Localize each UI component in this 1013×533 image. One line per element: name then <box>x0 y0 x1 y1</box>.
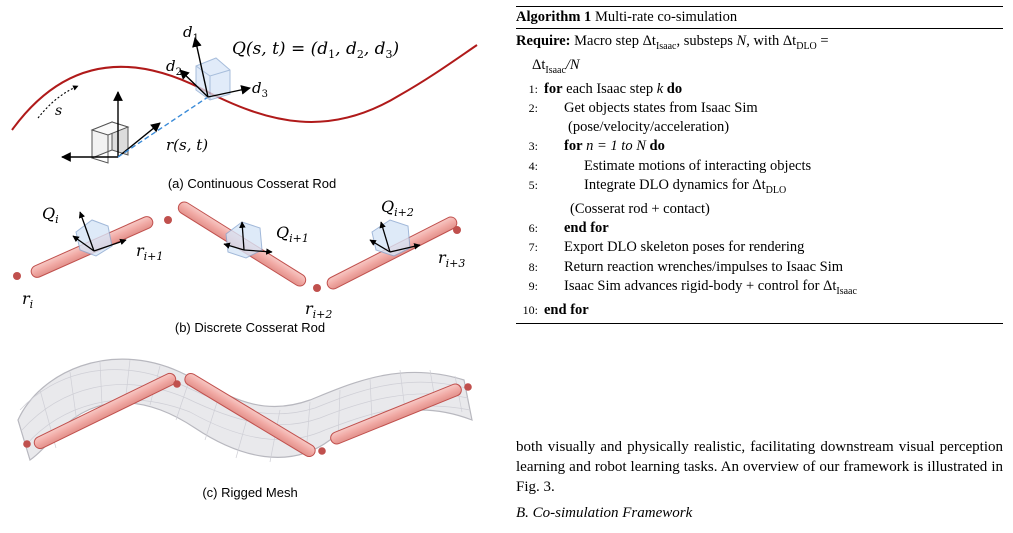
algo-line-8: 8:Return reaction wrenches/impulses to I… <box>528 258 844 275</box>
position-vector <box>117 96 209 158</box>
label-d2: d2 <box>166 57 182 78</box>
algorithm-box: Algorithm 1 Multi-rate co-simulation Req… <box>516 6 1003 324</box>
algo-line-7: 7:Export DLO skeleton poses for renderin… <box>528 239 805 256</box>
mesh-bone-2 <box>184 372 316 458</box>
algo-line-1: 1:for each Isaac step k do <box>528 80 683 97</box>
label-Q-definition: Q(s, t) = (d1, d2, d3) <box>232 39 399 61</box>
require-label: Require: <box>516 33 571 49</box>
algo-line-10: 10:end for <box>522 301 589 318</box>
algorithm-title: Algorithm 1 Multi-rate co-simulation <box>516 7 1003 29</box>
mesh-node-2 <box>173 380 181 388</box>
node-ri1 <box>164 216 172 224</box>
algorithm-name: Multi-rate co-simulation <box>594 9 738 25</box>
mesh-node-1 <box>23 440 31 448</box>
label-Qi2: Qi+2 <box>381 197 414 219</box>
d3-axis <box>207 85 251 98</box>
frame-Qi <box>72 211 127 257</box>
label-d1: d1 <box>183 23 199 44</box>
label-d3: d3 <box>252 79 268 100</box>
continuous-rod-panel: s r(s, t) d1 d2 d3 Q(s, t) = (d1, d2, d3… <box>11 23 478 191</box>
algorithm-require: Require: Macro step ΔtIsaac, substeps N,… <box>516 29 1003 80</box>
require-line2: ΔtIsaac/N <box>532 56 580 76</box>
world-frame-cube <box>90 121 130 164</box>
label-Qi: Qi <box>42 204 59 226</box>
d2-axis <box>179 69 209 98</box>
cosserat-rod-figure: s r(s, t) d1 d2 d3 Q(s, t) = (d1, d2, d3… <box>11 23 478 500</box>
label-ri2: ri+2 <box>305 299 332 321</box>
algo-line-4: 4:Estimate motions of interacting object… <box>528 157 812 174</box>
algo-line-2-cont: (pose/velocity/acceleration) <box>568 119 730 136</box>
node-ri <box>13 272 21 280</box>
frame-Qi1 <box>223 221 273 259</box>
caption-c: (c) Rigged Mesh <box>202 485 297 500</box>
mesh-node-3 <box>318 447 326 455</box>
label-ri1: ri+1 <box>136 241 163 263</box>
arc-length-arrow <box>37 85 79 119</box>
label-ri3: ri+3 <box>438 248 465 270</box>
algo-line-6: 6:end for <box>528 220 609 237</box>
mesh-bone-3 <box>330 383 462 445</box>
rod-curve <box>11 44 478 131</box>
section-heading: B. Co-simulation Framework <box>516 505 693 521</box>
mesh-bone-1 <box>33 372 177 450</box>
algo-line-5: 5:Integrate DLO dynamics for ΔtDLO <box>528 176 787 196</box>
discrete-rod-panel: Qi Qi+1 Qi+2 ri ri+1 ri+2 ri+3 (b) Discr… <box>13 197 465 335</box>
algo-line-2: 2:Get objects states from Isaac Sim <box>528 99 758 116</box>
algorithm-lines: 1:for each Isaac step k do 2:Get objects… <box>516 80 1003 320</box>
label-r: r(s, t) <box>166 136 208 154</box>
algo-line-5-cont: (Cosserat rod + contact) <box>570 200 710 217</box>
label-ri: ri <box>22 289 33 311</box>
algo-line-3: 3:for n = 1 to N do <box>528 138 665 155</box>
caption-b: (b) Discrete Cosserat Rod <box>175 320 325 335</box>
algorithm-number: Algorithm 1 <box>516 9 592 25</box>
algo-line-9: 9:Isaac Sim advances rigid-body + contro… <box>528 277 857 297</box>
require-text: Macro step ΔtIsaac, substeps N, with ΔtD… <box>574 33 829 52</box>
rigged-mesh-panel: (c) Rigged Mesh <box>17 358 473 500</box>
body-paragraph: both visually and physically realistic, … <box>516 439 1003 495</box>
caption-a: (a) Continuous Cosserat Rod <box>168 176 336 191</box>
frame-Qi2 <box>369 219 421 257</box>
d1-axis <box>192 37 209 98</box>
node-ri2 <box>313 284 321 292</box>
mesh-node-4 <box>464 383 472 391</box>
label-Qi1: Qi+1 <box>276 223 309 245</box>
node-ri3 <box>453 226 461 234</box>
local-frame-cube <box>195 57 231 101</box>
label-s: s <box>55 103 62 119</box>
world-axis-right <box>117 122 161 158</box>
